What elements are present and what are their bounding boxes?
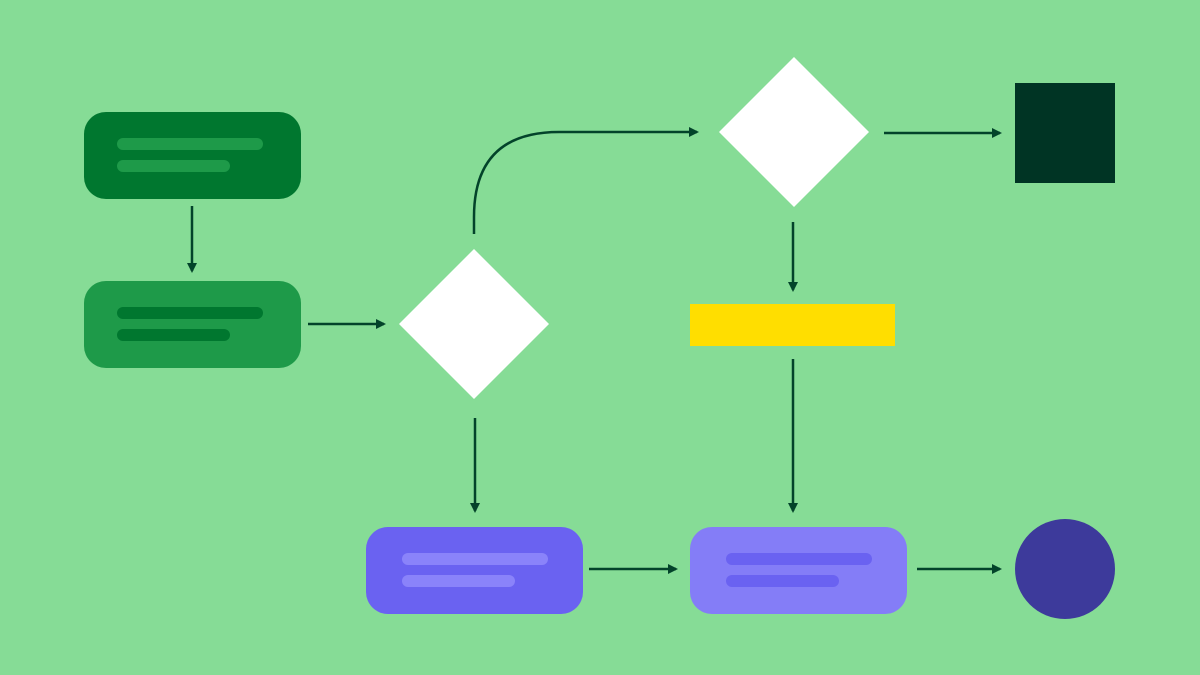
text-placeholder-line — [117, 329, 230, 341]
text-placeholder-line — [117, 138, 263, 150]
second-decision-node-shape — [719, 57, 869, 207]
second-step-node[interactable] — [84, 281, 301, 368]
nodes-layer — [84, 57, 1115, 619]
lavender-step-node-shape — [690, 527, 907, 614]
second-step-node-shape — [84, 281, 301, 368]
text-placeholder-line — [726, 575, 839, 587]
text-placeholder-line — [402, 575, 515, 587]
violet-step-node[interactable] — [366, 527, 583, 614]
start-step-node[interactable] — [84, 112, 301, 199]
highlight-bar-node-shape — [690, 304, 895, 346]
first-decision-node[interactable] — [399, 249, 549, 399]
highlight-bar-node[interactable] — [690, 304, 895, 346]
text-placeholder-line — [117, 307, 263, 319]
start-step-node-shape — [84, 112, 301, 199]
second-decision-node[interactable] — [719, 57, 869, 207]
lavender-step-node[interactable] — [690, 527, 907, 614]
end-square-node-shape — [1015, 83, 1115, 183]
violet-step-node-shape — [366, 527, 583, 614]
text-placeholder-line — [117, 160, 230, 172]
end-circle-node-shape — [1015, 519, 1115, 619]
text-placeholder-line — [726, 553, 872, 565]
text-placeholder-line — [402, 553, 548, 565]
first-decision-node-shape — [399, 249, 549, 399]
end-circle-node[interactable] — [1015, 519, 1115, 619]
connector-decision-to-upper-decision — [472, 127, 699, 234]
end-square-node[interactable] — [1015, 83, 1115, 183]
connectors-layer — [187, 127, 1002, 574]
